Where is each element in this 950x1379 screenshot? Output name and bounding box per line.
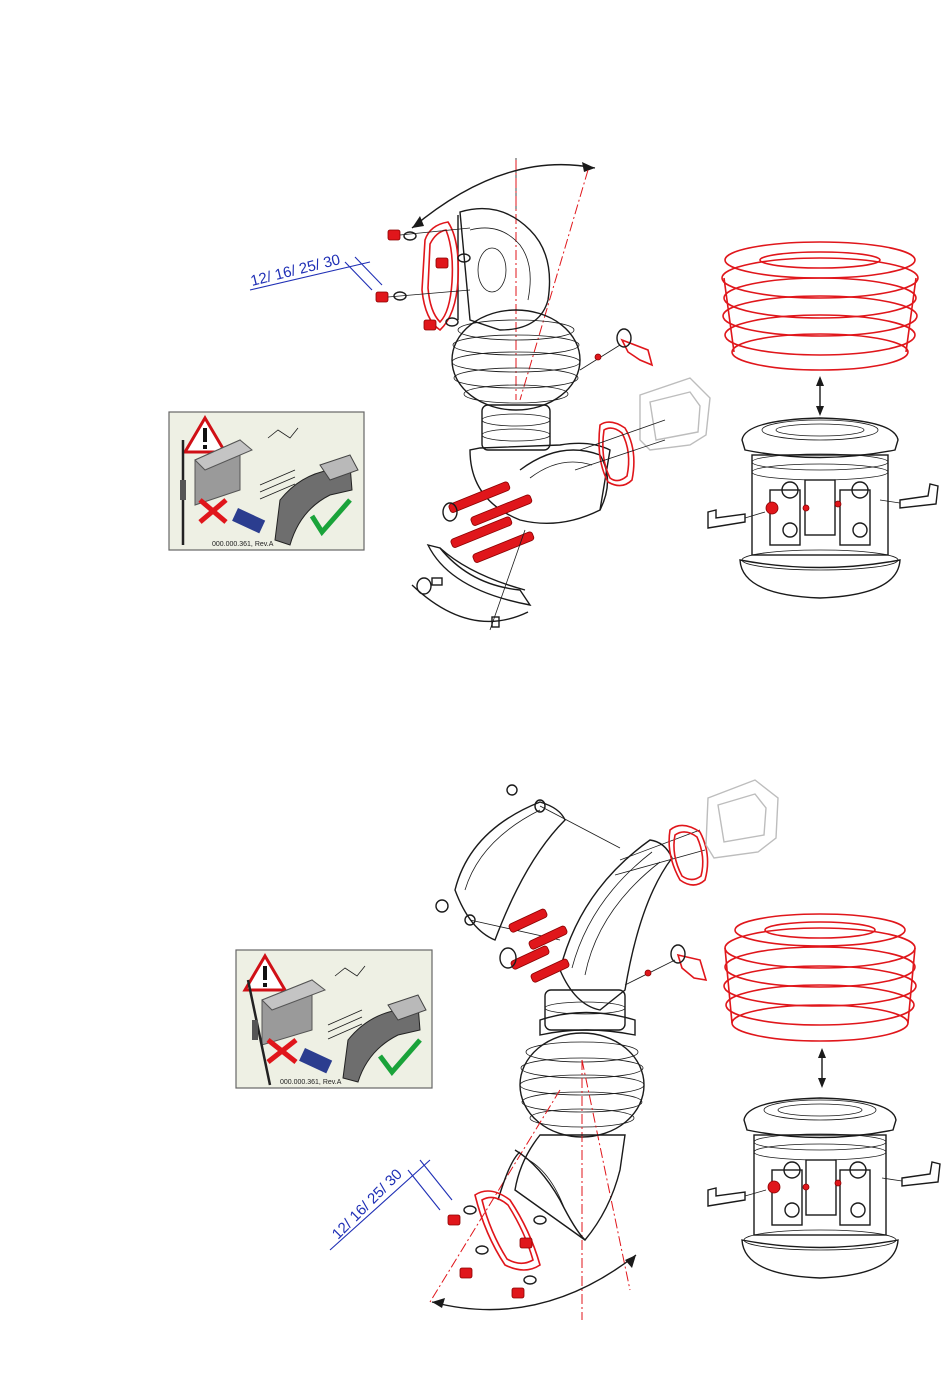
dimension-label: 12/ 16/ 25/ 30	[329, 1166, 406, 1243]
upper-bolts	[500, 908, 570, 983]
dimension-label: 12/ 16/ 25/ 30	[249, 251, 342, 290]
hex-keys	[708, 1162, 940, 1206]
inset-part-number: 000.000.361, Rev.A	[280, 1079, 342, 1086]
clamp-lever	[580, 329, 652, 370]
hex-keys	[708, 484, 938, 528]
side-gasket	[599, 422, 634, 485]
center-lines	[430, 1060, 630, 1320]
inset-warning-image: 000.000.361, Rev.A	[236, 950, 432, 1088]
assembly-svg-top: 12/ 16/ 25/ 30	[0, 0, 950, 690]
separation-arrow	[816, 376, 824, 416]
bellows	[722, 242, 918, 370]
ghost-profile	[706, 780, 778, 858]
assembly-diagram-top: 12/ 16/ 25/ 30	[0, 0, 950, 690]
base-unit	[742, 1098, 898, 1278]
inset-warning-image: 000.000.361, Rev.A	[169, 412, 364, 550]
neck	[540, 990, 635, 1035]
inset-part-number: 000.000.361, Rev.A	[212, 541, 274, 548]
bellows	[724, 914, 916, 1041]
separation-arrow	[818, 1048, 826, 1088]
flange-gasket	[475, 1191, 540, 1270]
lower-bolts	[443, 481, 535, 563]
lower-elbow	[498, 1135, 625, 1240]
rotation-arc	[412, 158, 595, 228]
upper-arm	[560, 830, 705, 1010]
assembly-svg-bottom: 12/ 16/ 25/ 30	[0, 690, 950, 1379]
base-unit	[740, 418, 900, 598]
clamp-lever	[625, 945, 706, 985]
center-lines	[516, 160, 588, 400]
ghost-profile	[575, 378, 710, 470]
assembly-diagram-bottom: 12/ 16/ 25/ 30	[0, 690, 950, 1379]
dimension-callout: 12/ 16/ 25/ 30	[249, 251, 382, 290]
dimension-callout: 12/ 16/ 25/ 30	[329, 1160, 452, 1250]
flange-gasket	[422, 222, 458, 330]
neck	[482, 405, 550, 450]
